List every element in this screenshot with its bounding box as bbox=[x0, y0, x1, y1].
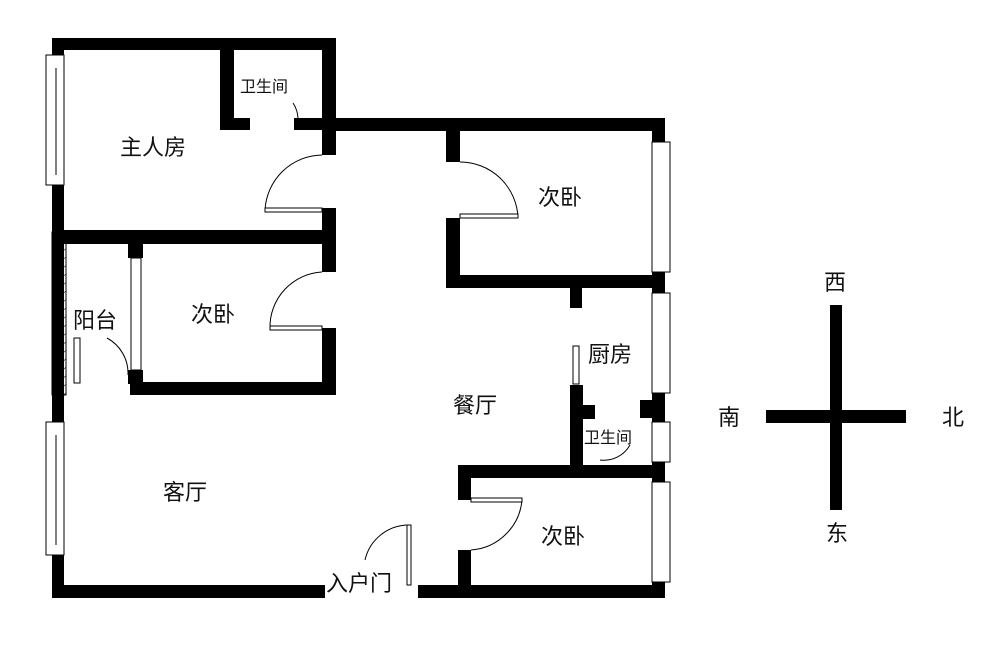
compass-vertical-bar bbox=[830, 305, 842, 510]
compass-east: 东 bbox=[826, 522, 848, 547]
compass: 西 南 北 东 bbox=[718, 271, 964, 547]
label-kitchen: 厨房 bbox=[588, 343, 632, 368]
label-living-room: 客厅 bbox=[163, 481, 207, 506]
room-labels: 卫生间 主人房 次卧 阳台 次卧 厨房 餐厅 卫生间 客厅 次卧 入户门 bbox=[73, 77, 632, 597]
label-master-bedroom: 主人房 bbox=[120, 136, 186, 161]
doors bbox=[106, 102, 631, 586]
label-bedroom-se: 次卧 bbox=[541, 525, 585, 550]
windows bbox=[45, 54, 671, 583]
label-master-bath: 卫生间 bbox=[240, 77, 288, 96]
label-entrance: 入户门 bbox=[326, 572, 392, 597]
compass-north: 北 bbox=[942, 406, 964, 431]
compass-south: 南 bbox=[718, 406, 740, 431]
label-bedroom-mid: 次卧 bbox=[191, 303, 235, 328]
walls bbox=[52, 38, 665, 598]
label-dining: 餐厅 bbox=[453, 394, 497, 419]
label-bedroom-ne: 次卧 bbox=[538, 186, 582, 211]
label-balcony: 阳台 bbox=[73, 309, 117, 334]
label-bath2: 卫生间 bbox=[584, 428, 632, 447]
compass-west: 西 bbox=[824, 271, 846, 296]
compass-horizontal-bar bbox=[766, 410, 906, 423]
